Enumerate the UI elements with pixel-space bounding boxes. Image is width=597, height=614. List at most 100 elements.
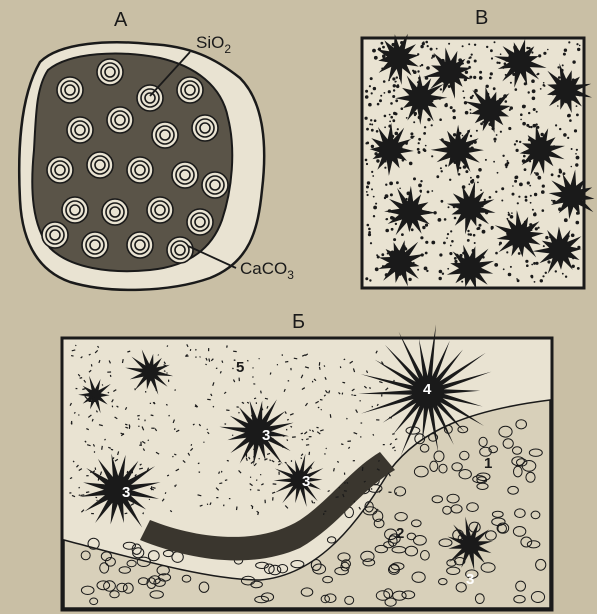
matrix-dot [431, 241, 435, 245]
matrix-dot [540, 279, 543, 282]
matrix-dot [427, 45, 429, 47]
matrix-dot [371, 92, 373, 94]
matrix-dot [468, 43, 470, 45]
matrix-dot [537, 73, 539, 75]
matrix-dot [465, 71, 468, 74]
matrix-dot [449, 252, 452, 255]
matrix-dot [417, 269, 419, 271]
matrix-dot [533, 124, 537, 128]
matrix-dot [476, 130, 478, 132]
matrix-dot [447, 233, 449, 235]
matrix-dot [384, 115, 387, 118]
matrix-dot [525, 260, 528, 263]
matrix-dot [555, 124, 557, 126]
silica-spherule [107, 107, 133, 133]
fine-grain [354, 501, 355, 503]
matrix-dot [454, 260, 457, 263]
fine-grain [290, 368, 291, 370]
silica-spherule [177, 77, 203, 103]
label-5: 5 [236, 359, 244, 376]
matrix-dot [503, 268, 505, 270]
matrix-dot [579, 45, 581, 47]
silica-spherule [172, 162, 198, 188]
matrix-dot [431, 155, 433, 157]
matrix-dot [500, 131, 502, 133]
matrix-dot [365, 159, 368, 162]
matrix-dot [538, 54, 541, 57]
matrix-dot [392, 119, 395, 122]
matrix-dot [508, 213, 511, 216]
matrix-dot [531, 51, 533, 53]
matrix-dot [408, 278, 411, 281]
matrix-dot [396, 85, 399, 88]
matrix-dot [423, 132, 426, 135]
matrix-dot [395, 223, 397, 225]
matrix-dot [366, 191, 368, 193]
matrix-dot [420, 180, 422, 182]
matrix-dot [479, 76, 483, 80]
fine-grain [145, 391, 146, 393]
matrix-dot [367, 224, 370, 227]
matrix-dot [576, 156, 580, 160]
matrix-dot [413, 136, 415, 138]
matrix-dot [537, 176, 541, 180]
matrix-dot [512, 185, 514, 187]
matrix-dot [453, 116, 456, 119]
fine-grain [344, 473, 345, 475]
matrix-dot [384, 197, 386, 199]
matrix-dot [472, 95, 474, 97]
matrix-dot [368, 228, 371, 231]
silica-spherule [147, 197, 173, 223]
silica-spherule [87, 152, 113, 178]
matrix-dot [533, 108, 536, 111]
matrix-dot [576, 105, 578, 107]
matrix-dot [563, 133, 567, 137]
matrix-dot [576, 221, 580, 225]
matrix-dot [462, 45, 464, 47]
matrix-dot [417, 148, 420, 151]
matrix-dot [544, 85, 546, 87]
matrix-dot [390, 116, 393, 119]
matrix-dot [510, 82, 512, 84]
matrix-dot [399, 188, 401, 190]
matrix-dot [474, 60, 477, 63]
matrix-dot [571, 148, 573, 150]
silica-spherule [167, 237, 193, 263]
matrix-dot [571, 234, 575, 238]
fine-grain [144, 419, 145, 421]
matrix-dot [385, 184, 387, 186]
matrix-dot [576, 149, 578, 151]
matrix-dot [393, 112, 396, 115]
matrix-dot [469, 76, 472, 79]
matrix-dot [421, 64, 423, 66]
silica-label: SiO2 [196, 33, 231, 56]
matrix-dot [551, 173, 554, 176]
matrix-dot [542, 209, 545, 212]
matrix-dot [562, 273, 564, 275]
matrix-dot [471, 54, 473, 56]
silica-spherule [137, 85, 163, 111]
matrix-dot [558, 175, 561, 178]
matrix-dot [502, 155, 504, 157]
matrix-dot [479, 224, 482, 227]
fine-grain [94, 451, 95, 453]
matrix-dot [432, 55, 435, 58]
matrix-dot [517, 202, 519, 204]
matrix-dot [436, 175, 439, 178]
silica-spherule [127, 157, 153, 183]
matrix-dot [564, 218, 568, 222]
matrix-dot [480, 189, 482, 191]
matrix-dot [565, 276, 567, 278]
matrix-dot [372, 49, 376, 53]
fine-grain [207, 504, 208, 505]
matrix-dot [533, 213, 537, 217]
silica-spherule [192, 115, 218, 141]
matrix-dot [528, 112, 530, 114]
matrix-dot [516, 149, 519, 152]
matrix-dot [425, 145, 427, 147]
matrix-dot [575, 163, 578, 166]
matrix-dot [577, 48, 580, 51]
matrix-dot [373, 215, 375, 217]
matrix-dot [454, 257, 457, 260]
